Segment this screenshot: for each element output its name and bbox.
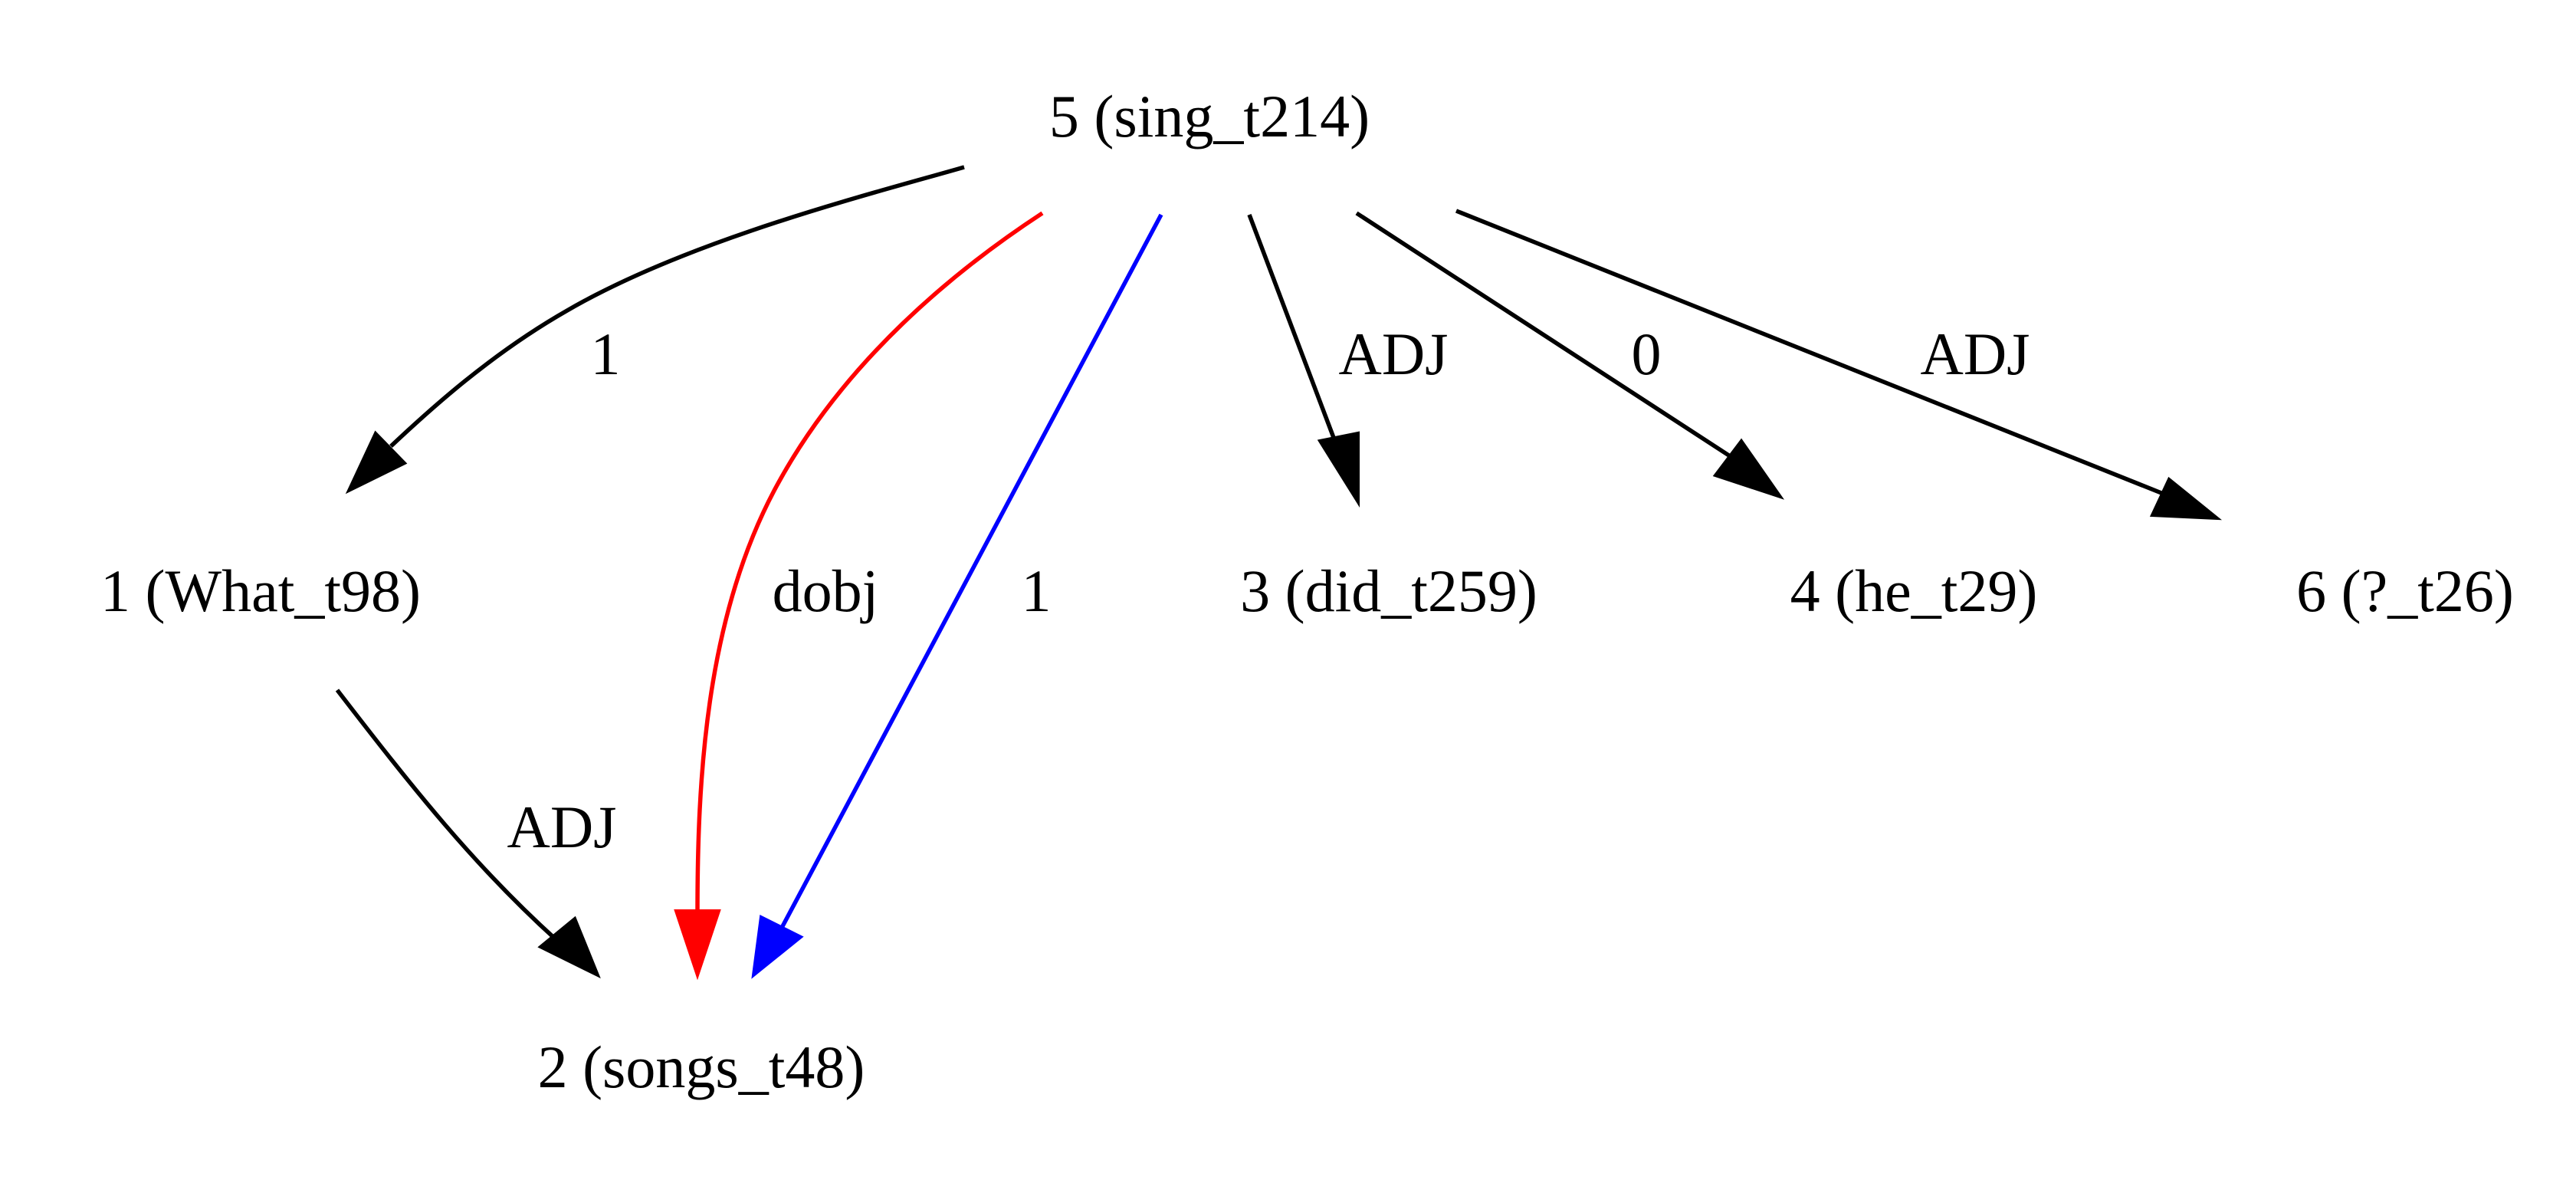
arrowhead	[751, 914, 804, 979]
edge-line	[1455, 209, 2167, 497]
edge-sing-to-question: ADJ	[1455, 209, 2223, 521]
edge-label: ADJ	[1338, 320, 1448, 387]
edge-line	[1355, 211, 1738, 462]
edge-line	[389, 165, 965, 449]
arrowhead	[537, 915, 601, 979]
edge-label: ADJ	[507, 794, 616, 860]
arrowhead	[2149, 476, 2223, 521]
edge-what-to-songs: ADJ	[335, 689, 617, 979]
arrowhead	[674, 909, 721, 981]
edge-label: ADJ	[1920, 320, 2030, 387]
edge-line	[779, 213, 1163, 929]
edge-label: 0	[1632, 320, 1662, 387]
arrowhead	[1712, 438, 1785, 500]
arrowhead	[1317, 431, 1360, 508]
edge-sing-to-did: ADJ	[1247, 214, 1449, 508]
edge-line	[1247, 214, 1340, 449]
edge-label: 1	[1022, 557, 1052, 624]
node-he: 4 (he_t29)	[1790, 557, 2038, 624]
arrowhead	[345, 430, 408, 495]
node-what: 1 (What_t98)	[100, 557, 421, 624]
edge-label: dobj	[773, 557, 879, 624]
edge-sing-to-what: 1	[345, 165, 965, 495]
node-question: 6 (?_t26)	[2296, 557, 2514, 624]
node-did: 3 (did_t259)	[1240, 557, 1537, 624]
edge-sing-to-he: 0	[1355, 211, 1785, 500]
edge-sing-to-songs-dobj: dobj	[674, 211, 1044, 981]
node-songs: 2 (songs_t48)	[538, 1034, 865, 1100]
edge-sing-to-songs-one: 1	[751, 213, 1163, 979]
edge-line	[695, 211, 1044, 913]
node-sing: 5 (sing_t214)	[1049, 83, 1370, 150]
edge-line	[335, 689, 557, 942]
edge-label: 1	[591, 320, 621, 387]
